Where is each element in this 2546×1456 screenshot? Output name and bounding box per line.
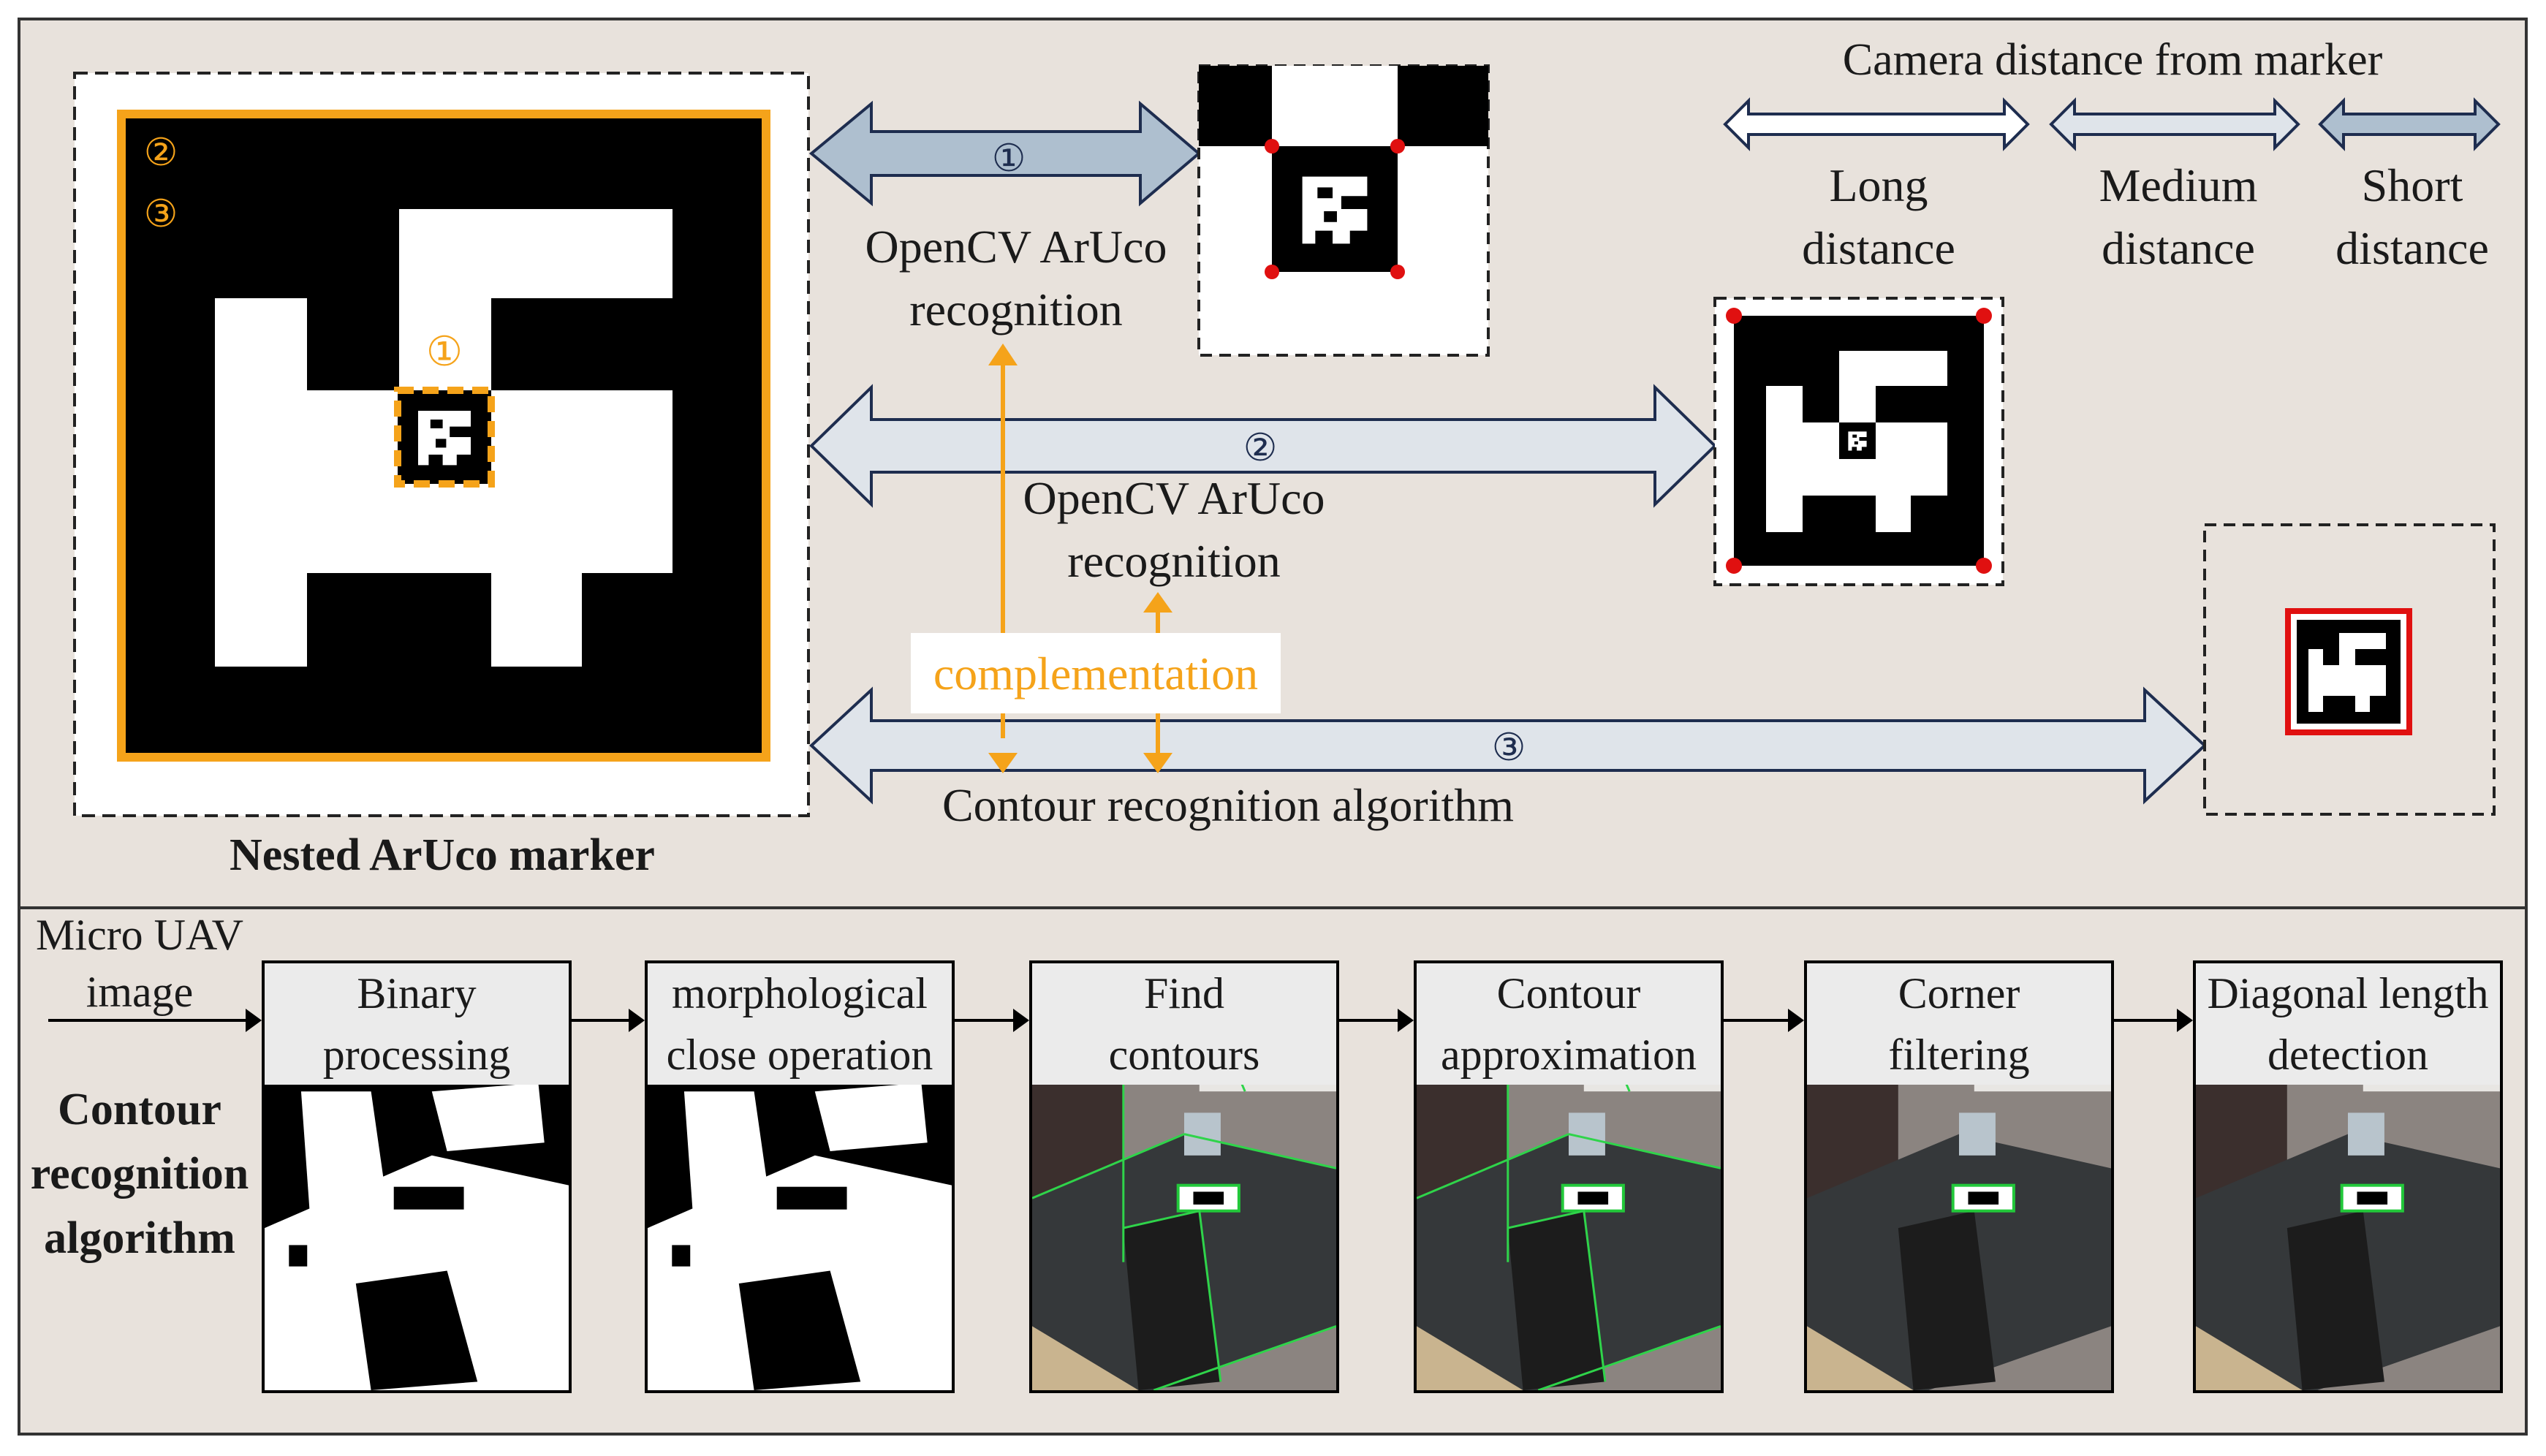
step-arrow	[1724, 1009, 1804, 1032]
complementation-box	[911, 633, 1281, 713]
step-title: morphological close operation	[648, 963, 952, 1085]
step-title-line: morphological	[672, 969, 928, 1017]
step-arrow	[955, 1009, 1029, 1032]
step-arrow	[572, 1009, 645, 1032]
badge-2: ②	[143, 132, 178, 174]
path3-label: Contour recognition algorithm	[942, 779, 1515, 831]
camera-distance-title: Camera distance from marker	[1842, 35, 2383, 85]
complementation-arrowhead	[1143, 592, 1172, 613]
step-title-line: contours	[1108, 1031, 1260, 1079]
corner-dot	[1976, 308, 1992, 324]
complementation-arrowhead	[988, 344, 1018, 365]
corner-dot	[1976, 558, 1992, 574]
step-title-line: processing	[322, 1031, 511, 1079]
path1-badge: ①	[991, 138, 1026, 180]
input-arrowhead	[246, 1009, 262, 1032]
pipeline-step: Contour approximation	[1414, 960, 1724, 1393]
short-range-crop-top-mid	[1272, 66, 1398, 146]
pipeline-step: Binary processing	[262, 960, 572, 1393]
pipeline-step: Corner filtering	[1804, 960, 2114, 1393]
step-title: Contour approximation	[1417, 963, 1721, 1085]
path1-label-line2: recognition	[909, 284, 1123, 335]
step-arrow	[1339, 1009, 1414, 1032]
short-distance-line2: distance	[2335, 222, 2489, 274]
path3-badge: ③	[1491, 727, 1526, 769]
medium-distance-line1: Medium	[2099, 159, 2258, 211]
badge-3: ③	[143, 194, 178, 235]
step-title-line: approximation	[1441, 1031, 1697, 1079]
inner-marker-orange-dashed	[394, 387, 495, 488]
short-distance-arrow	[2318, 97, 2501, 151]
short-range-crop-marker	[1281, 155, 1389, 263]
input-label-line1: Micro UAV	[36, 911, 243, 959]
path1-label-line1: OpenCV ArUco	[865, 221, 1167, 273]
step-arrow	[2114, 1009, 2193, 1032]
complementation-label: complementation	[933, 648, 1259, 699]
pipeline-step: morphological close operation	[645, 960, 955, 1393]
corner-dot	[1390, 265, 1405, 279]
long-distance-arrow	[1723, 97, 2030, 151]
nested-marker-label: Nested ArUco marker	[230, 830, 655, 880]
short-range-crop-top-right	[1398, 66, 1488, 146]
medium-distance-arrow	[2049, 97, 2300, 151]
medium-range-inner-marker	[1842, 425, 1873, 456]
long-distance-line1: Long	[1829, 159, 1928, 211]
step-title-line: Find	[1143, 969, 1225, 1017]
inner-marker	[401, 393, 488, 481]
algorithm-label-line3: algorithm	[44, 1213, 235, 1263]
algorithm-label-line1: Contour	[58, 1085, 221, 1134]
step-title-line: Corner	[1898, 969, 2020, 1017]
badge-1-orange: ①	[425, 330, 463, 375]
pipeline-step: Find contours	[1029, 960, 1339, 1393]
step-title-line: Diagonal length	[2207, 969, 2489, 1017]
long-distance-line2: distance	[1802, 222, 1955, 274]
complementation-arrowhead	[988, 753, 1018, 773]
step-title: Binary processing	[265, 963, 569, 1085]
step-title: Diagonal length detection	[2196, 963, 2500, 1085]
short-range-crop-top-left	[1199, 66, 1272, 146]
corner-dot	[1726, 558, 1742, 574]
step-title: Find contours	[1032, 963, 1336, 1085]
input-label-line2: image	[86, 968, 194, 1016]
long-range-marker-pattern	[2308, 633, 2386, 712]
corner-dot	[1265, 265, 1279, 279]
step-title-line: Contour	[1496, 969, 1641, 1017]
step-title-line: close operation	[666, 1031, 933, 1079]
algorithm-label-line2: recognition	[30, 1149, 249, 1199]
path2-label-line1: OpenCV ArUco	[1023, 472, 1325, 524]
corner-dot	[1390, 139, 1405, 153]
corner-dot	[1726, 308, 1742, 324]
step-title: Corner filtering	[1807, 963, 2111, 1085]
step-title-line: filtering	[1888, 1031, 2030, 1079]
corner-dot	[1265, 139, 1279, 153]
complementation-arrowhead	[1143, 753, 1172, 773]
medium-distance-line2: distance	[2102, 222, 2255, 274]
step-title-line: detection	[2267, 1031, 2428, 1079]
short-distance-line1: Short	[2361, 159, 2463, 211]
path2-badge: ②	[1243, 428, 1278, 469]
step-title-line: Binary	[357, 969, 477, 1017]
path2-label-line2: recognition	[1067, 535, 1281, 587]
pipeline-step: Diagonal length detection	[2193, 960, 2503, 1393]
